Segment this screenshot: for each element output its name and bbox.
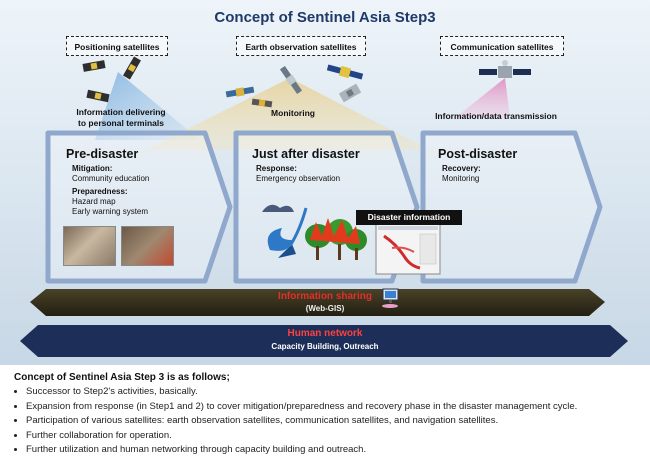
disaster-information-label: Disaster information (356, 210, 462, 225)
recovery-text: Monitoring (442, 174, 480, 183)
positioning-beam (95, 72, 200, 140)
phase-details-just-after: Response: Emergency observation (256, 164, 386, 184)
concept-summary: Concept of Sentinel Asia Step 3 is as fo… (0, 365, 650, 461)
preparedness-head: Preparedness: (72, 187, 128, 196)
summary-item: Successor to Step2's activities, basical… (26, 385, 644, 400)
communication-beam (455, 78, 510, 118)
satellite-icon (279, 65, 303, 95)
monitoring-annotation: Monitoring (271, 108, 315, 118)
disaster-information-map (375, 223, 441, 275)
satellite-icon (326, 64, 364, 80)
forest-fire-icon (305, 218, 367, 260)
info-sharing-sub: (Web-GIS) (305, 304, 345, 313)
phase-title-pre-disaster: Pre-disaster (66, 147, 139, 161)
earth-observation-satellites-label: Earth observation satellites (236, 36, 366, 56)
mitigation-head: Mitigation: (72, 164, 113, 173)
satellite-icon (479, 60, 531, 78)
phase-details-post-disaster: Recovery: Monitoring (442, 164, 562, 184)
summary-list: Successor to Step2's activities, basical… (14, 385, 644, 458)
info-delivering-line1: Information delivering (76, 107, 166, 117)
recovery-head: Recovery: (442, 164, 481, 173)
satellite-icon (123, 56, 141, 80)
computer-terminal-icon (382, 288, 399, 308)
satellite-icon (86, 89, 110, 103)
hazard-map-photo (121, 226, 174, 266)
satellite-icon (82, 60, 106, 72)
satellite-icon (251, 98, 273, 108)
response-head: Response: (256, 164, 297, 173)
summary-item: Further utilization and human networking… (26, 443, 644, 458)
positioning-satellites-label: Positioning satellites (66, 36, 168, 56)
page-title: Concept of Sentinel Asia Step3 (214, 9, 436, 26)
community-education-photo (63, 226, 116, 266)
summary-title: Concept of Sentinel Asia Step 3 is as fo… (14, 372, 230, 383)
diagram-graphics (20, 56, 628, 357)
upper-panel: Concept of Sentinel Asia Step3 Positioni… (0, 0, 650, 365)
phase-title-post-disaster: Post-disaster (438, 147, 518, 161)
info-transmission-annotation: Information/data transmission (435, 111, 557, 121)
info-sharing-band (30, 289, 605, 316)
summary-item: Expansion from response (in Step1 and 2)… (26, 400, 644, 415)
phase-title-just-after-disaster: Just after disaster (252, 147, 360, 161)
response-text: Emergency observation (256, 174, 341, 183)
mitigation-text: Community education (72, 174, 150, 183)
communication-satellites-label: Communication satellites (440, 36, 564, 56)
preparedness-text-1: Hazard map (72, 197, 116, 206)
phase-details-pre-disaster: Mitigation: Community education Prepared… (72, 164, 202, 217)
info-sharing-title: Information sharing (278, 291, 372, 302)
summary-item: Further collaboration for operation. (26, 429, 644, 444)
tsunami-icon (262, 204, 308, 258)
human-network-title: Human network (287, 328, 363, 339)
summary-item: Participation of various satellites: ear… (26, 414, 644, 429)
satellite-icon (338, 83, 362, 103)
preparedness-text-2: Early warning system (72, 207, 149, 216)
info-delivering-line2: to personal terminals (78, 118, 164, 128)
human-network-band (20, 325, 628, 357)
info-delivering-annotation: Information delivering to personal termi… (66, 107, 176, 129)
satellite-icon (225, 86, 255, 98)
human-network-sub: Capacity Building, Outreach (271, 342, 379, 351)
